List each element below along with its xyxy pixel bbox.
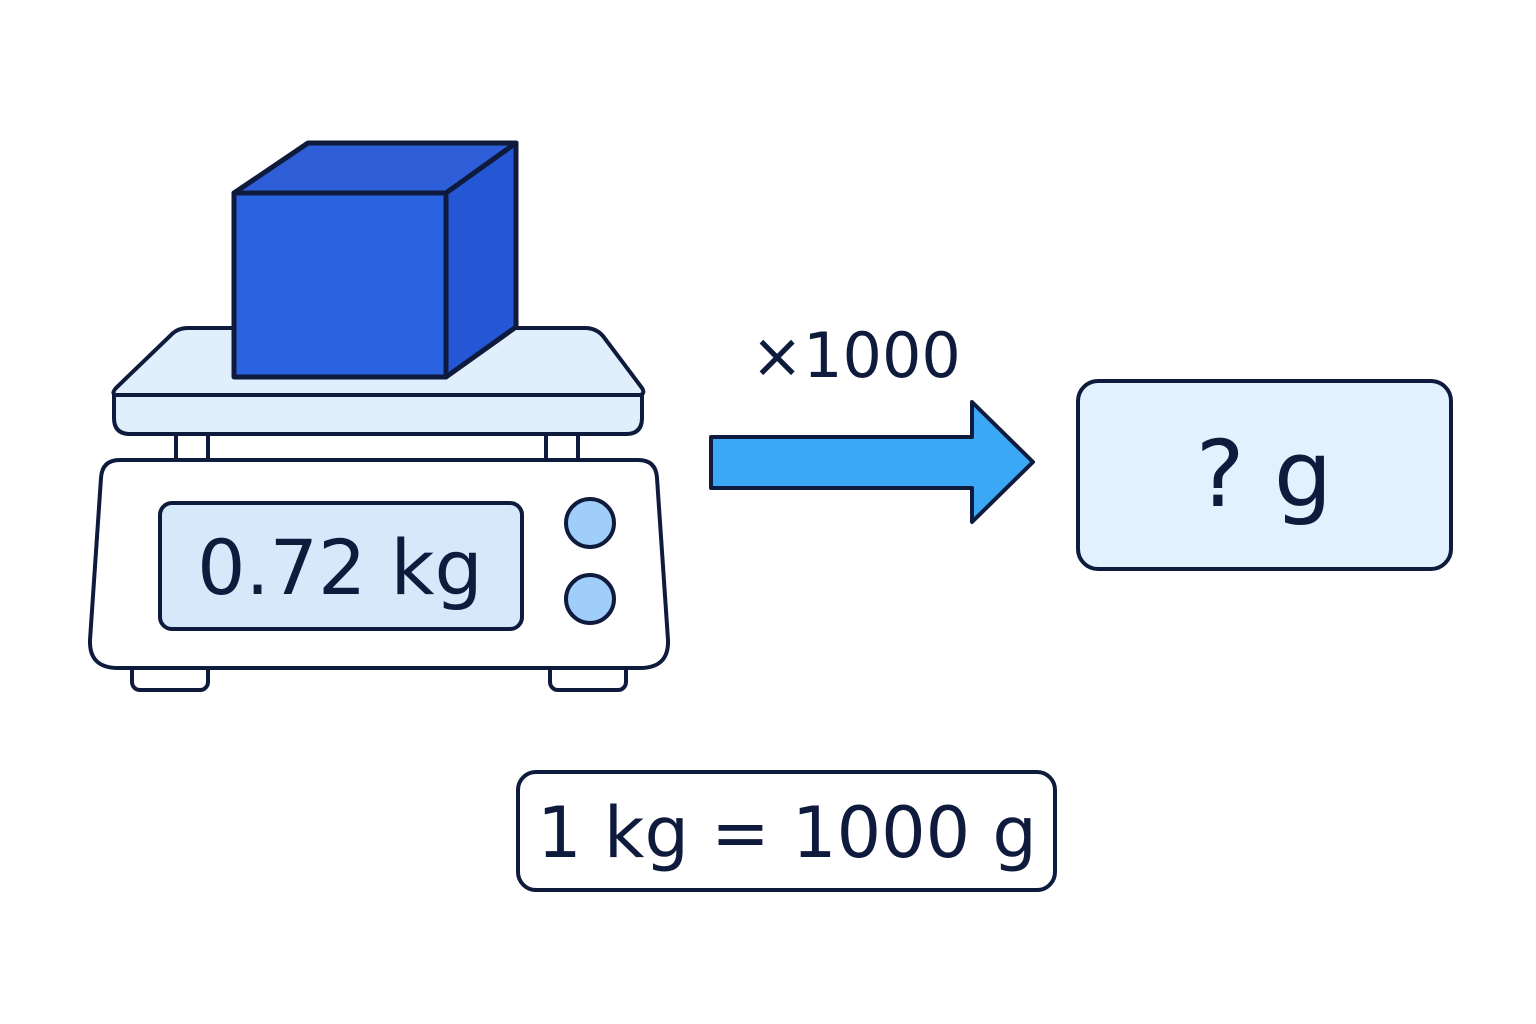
scale-post-left (174, 432, 210, 462)
conversion-rule-text: 1 kg = 1000 g (537, 792, 1037, 874)
arrow-shape (709, 400, 1035, 524)
conversion-rule-frame (516, 770, 1057, 892)
conversion-rule-box: 1 kg = 1000 g (516, 770, 1057, 892)
result-unknown-grams: ? g (1196, 421, 1332, 528)
blue-box-weight (231, 140, 519, 380)
result-box: ? g (1076, 379, 1453, 571)
scale-button-top (564, 497, 616, 549)
scale-display (158, 501, 524, 631)
box-front-face (231, 190, 449, 380)
result-box-frame (1076, 379, 1453, 571)
scale-platform-edge (112, 393, 644, 436)
multiplier-label: ×1000 (751, 319, 961, 392)
scale-post-right (544, 432, 580, 462)
scale-display-reading: 0.72 kg (197, 523, 483, 612)
kitchen-scale: 0.72 kg (87, 326, 671, 692)
scale-button-bottom (564, 573, 616, 625)
conversion-arrow: ×1000 (709, 319, 1035, 524)
